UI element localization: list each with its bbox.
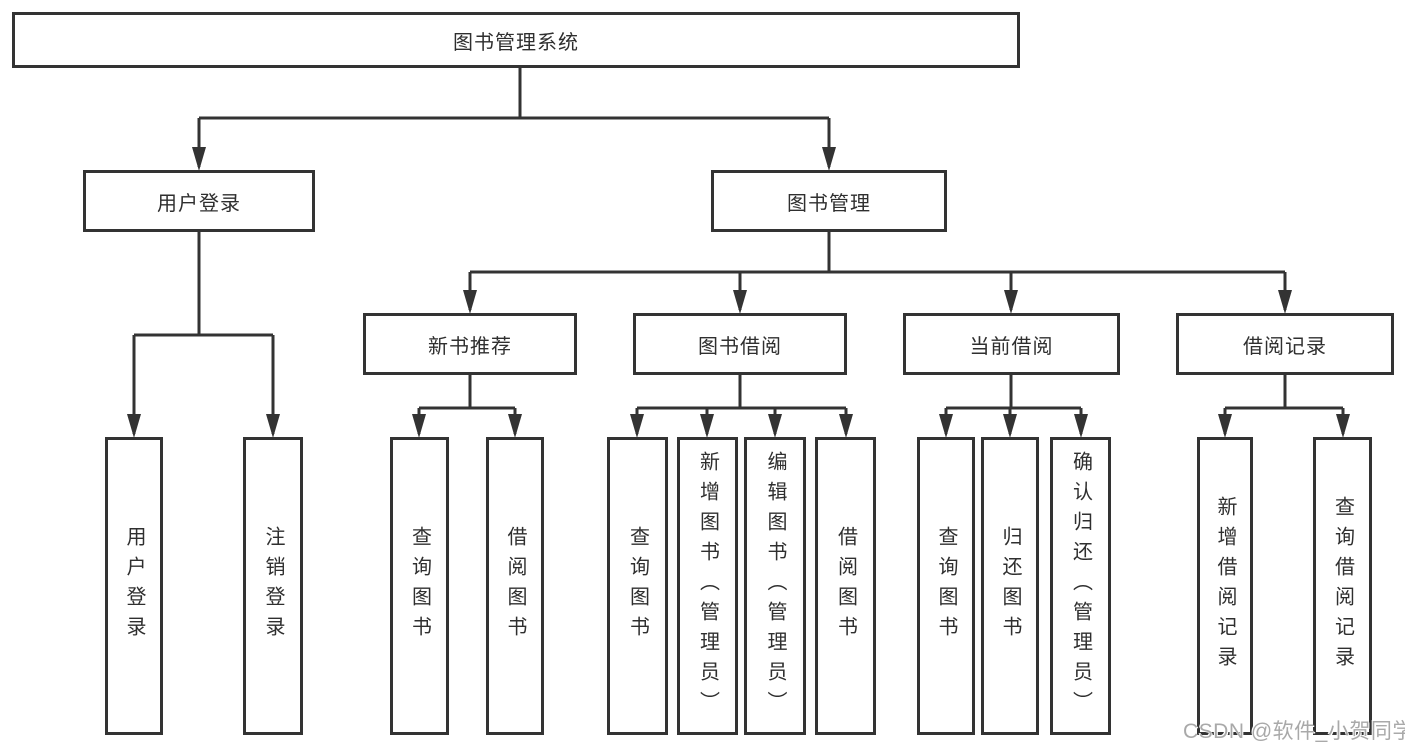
node-book-borrowing: 图书借阅 <box>633 313 847 375</box>
node-label: 新增借阅记录 <box>1214 496 1236 676</box>
node-label: 查询图书 <box>626 526 649 646</box>
node-label: 借阅图书 <box>834 526 857 646</box>
node-label: 新书推荐 <box>428 335 512 358</box>
leaf-query-borrow-record: 查询借阅记录 <box>1313 437 1372 735</box>
leaf-query-books-current: 查询图书 <box>917 437 975 735</box>
node-label: 新增图书（管理员） <box>696 451 719 721</box>
node-label: 注销登录 <box>262 526 284 646</box>
node-label: 编辑图书（管理员） <box>764 451 786 721</box>
node-label: 图书管理系统 <box>453 31 579 54</box>
csdn-watermark: CSDN @软件_小贺同学 <box>1183 720 1405 743</box>
leaf-add-borrow-record: 新增借阅记录 <box>1197 437 1253 735</box>
leaf-return-book: 归还图书 <box>981 437 1039 735</box>
node-label: 借阅图书 <box>504 526 526 646</box>
node-library-system: 图书管理系统 <box>12 12 1020 68</box>
node-current-borrowing: 当前借阅 <box>903 313 1120 375</box>
node-label: 当前借阅 <box>969 335 1054 358</box>
node-label: 图书借阅 <box>698 335 782 358</box>
node-borrow-records: 借阅记录 <box>1176 313 1394 375</box>
node-label: 用户登录 <box>123 526 145 646</box>
arrowheads <box>127 147 1350 438</box>
node-label: 归还图书 <box>999 526 1021 646</box>
connector-strokes <box>132 68 1345 434</box>
node-label: 查询借阅记录 <box>1331 496 1354 676</box>
node-user-login: 用户登录 <box>83 170 315 232</box>
leaf-borrow-books-borrowing: 借阅图书 <box>815 437 876 735</box>
node-label: 确认归还（管理员） <box>1069 451 1092 721</box>
node-label: 查询图书 <box>935 526 957 646</box>
leaf-query-books-borrowing: 查询图书 <box>607 437 668 735</box>
node-book-management: 图书管理 <box>711 170 947 232</box>
node-label: 图书管理 <box>787 192 871 215</box>
leaf-logout-login: 注销登录 <box>243 437 303 735</box>
node-label: 查询图书 <box>408 526 431 646</box>
leaf-user-login: 用户登录 <box>105 437 163 735</box>
leaf-edit-book-admin: 编辑图书（管理员） <box>744 437 806 735</box>
leaf-confirm-return-admin: 确认归还（管理员） <box>1050 437 1111 735</box>
leaf-query-books-recommend: 查询图书 <box>390 437 449 735</box>
leaf-add-book-admin: 新增图书（管理员） <box>677 437 738 735</box>
leaf-borrow-books-recommend: 借阅图书 <box>486 437 544 735</box>
node-label: 用户登录 <box>157 192 241 215</box>
node-new-book-recommend: 新书推荐 <box>363 313 577 375</box>
node-label: 借阅记录 <box>1243 335 1327 358</box>
